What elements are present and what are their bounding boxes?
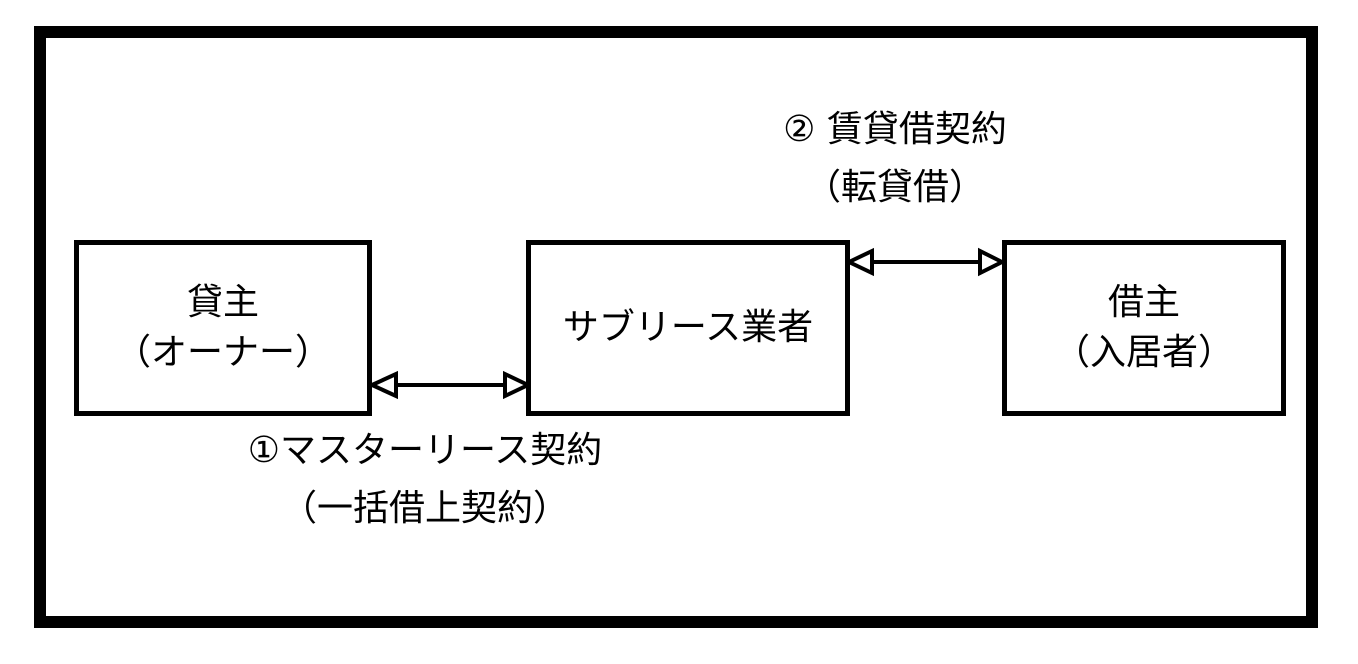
master-lease-label: ①マスターリース契約 （一括借上契約） [200,422,650,538]
owner-node-subtitle: （オーナー） [114,332,331,373]
lease-contract-label-subtitle: （転貸借） [804,167,985,208]
master-lease-label-subtitle: （一括借上契約） [280,488,569,529]
owner-node-title: 貸主 [186,282,259,323]
outer-frame [34,26,1318,628]
lease-contract-label-title: ② 賃貸借契約 [783,109,1007,150]
tenant-node: 借主 （入居者） [1002,240,1286,416]
arrow-sublease-tenant-head-right [978,247,1007,277]
arrow-owner-sublease [367,370,533,400]
arrow-sublease-tenant [844,247,1007,277]
sublease-node-title: サブリース業者 [562,307,814,348]
arrow-owner-sublease-head-right [503,370,533,400]
lease-contract-label: ② 賃貸借契約 （転貸借） [740,101,1050,217]
arrow-owner-sublease-head-left [367,370,398,400]
owner-node: 貸主 （オーナー） [74,240,372,416]
sublease-node: サブリース業者 [526,240,850,416]
tenant-node-title: 借主 [1107,282,1180,323]
master-lease-label-title: ①マスターリース契約 [247,430,603,471]
tenant-node-subtitle: （入居者） [1053,332,1234,373]
arrow-sublease-tenant-head-left [844,247,874,277]
